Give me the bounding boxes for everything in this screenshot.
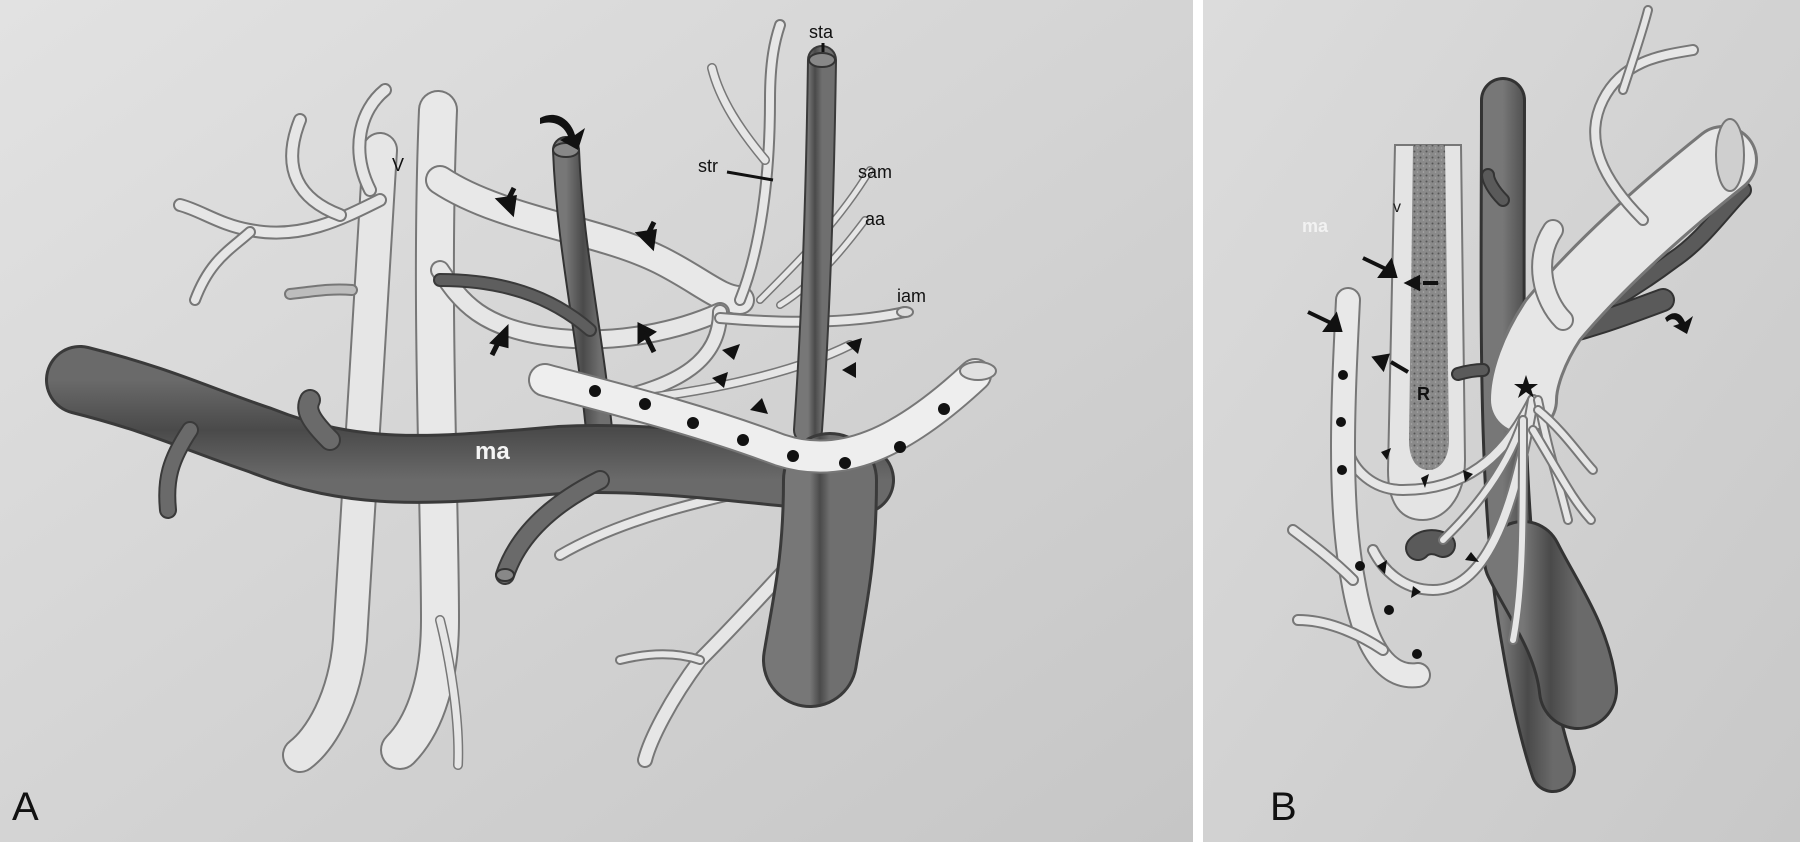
panel-letter-a: A xyxy=(12,785,39,829)
dotted-vessel-markers xyxy=(589,385,950,469)
label-aa: aa xyxy=(865,209,886,229)
label-v-b: v xyxy=(1393,199,1401,216)
panel-a: V sta str sam aa iam ma A xyxy=(0,0,1193,842)
star-marker xyxy=(1514,375,1538,398)
structure-r xyxy=(1386,144,1467,522)
curved-arrow-b xyxy=(1665,313,1693,334)
arrowheads-b xyxy=(1377,448,1479,598)
arrows-b xyxy=(1307,256,1438,374)
panel-letter-b: B xyxy=(1270,785,1297,829)
label-ma: ma xyxy=(475,438,510,465)
label-v: V xyxy=(392,155,404,175)
light-vessels-b xyxy=(1287,5,1758,689)
panel-a-illustration: V sta str sam aa iam ma xyxy=(0,0,1193,842)
curved-arrow xyxy=(540,114,585,150)
arrowheads xyxy=(712,338,862,414)
dark-vessels-b xyxy=(1405,77,1752,793)
label-ma-b: ma xyxy=(1302,216,1329,236)
label-r: R xyxy=(1417,384,1430,404)
label-iam: iam xyxy=(897,286,926,306)
label-str: str xyxy=(698,156,718,176)
dotted-vessel xyxy=(528,358,997,474)
dotted-vessel-markers-b xyxy=(1336,370,1422,659)
str-leader-line xyxy=(726,170,774,182)
panel-divider xyxy=(1193,0,1203,842)
label-sta: sta xyxy=(809,22,834,42)
arrows xyxy=(489,186,657,357)
panel-b: ma v R B xyxy=(1203,0,1800,842)
panel-b-illustration: ma v R xyxy=(1203,0,1800,842)
label-sam: sam xyxy=(858,162,892,182)
